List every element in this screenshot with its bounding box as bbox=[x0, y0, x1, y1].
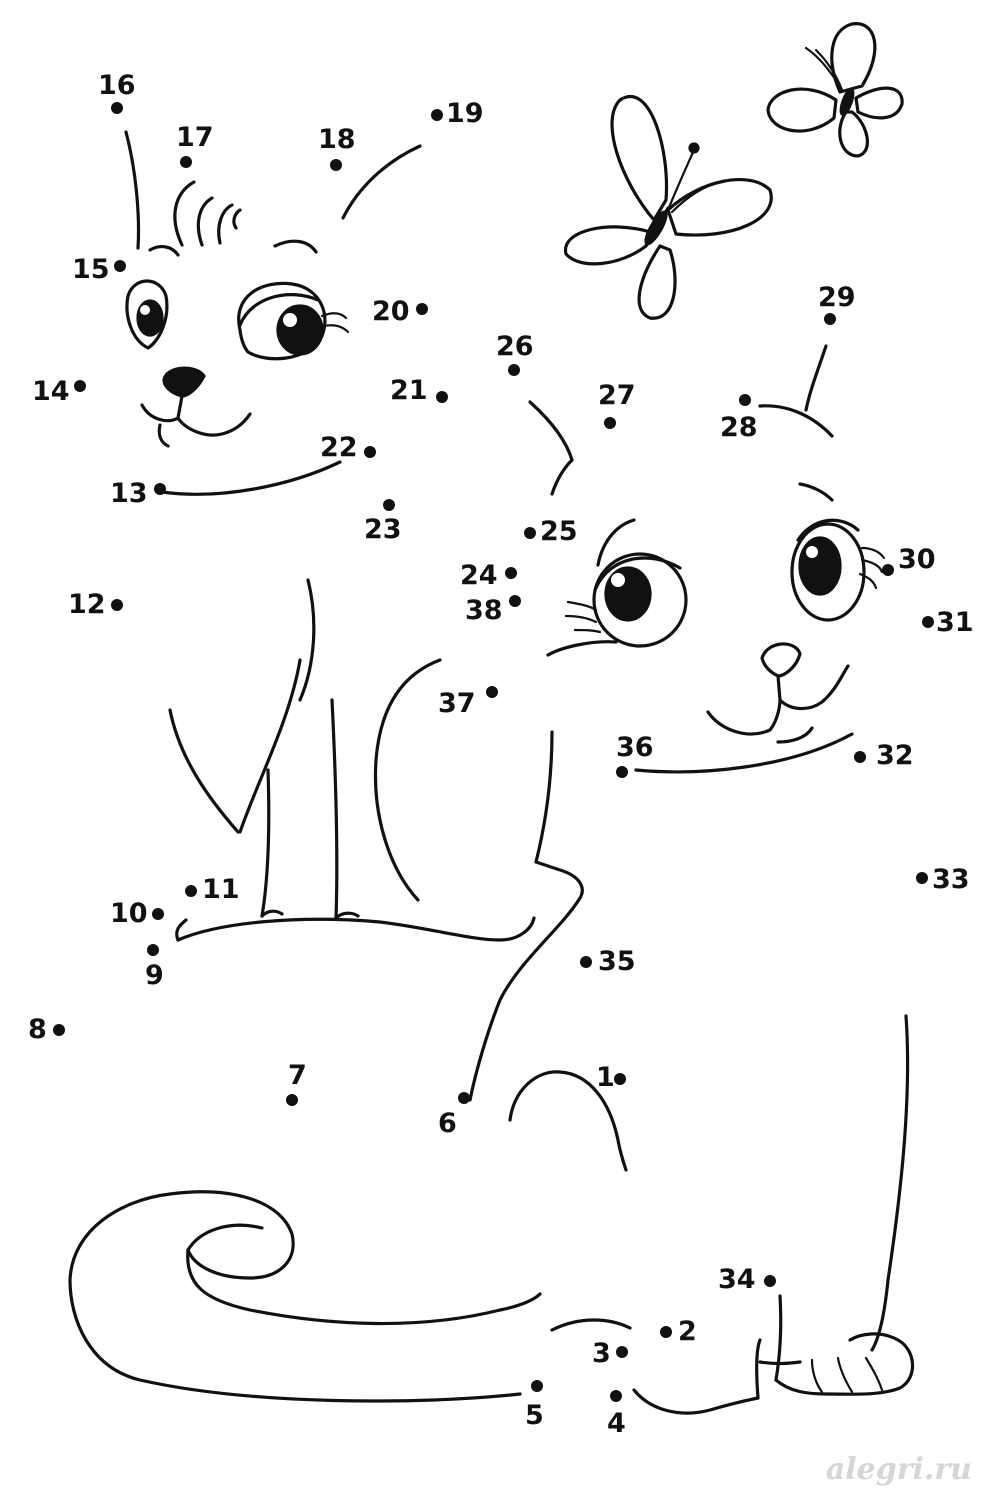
dot-label-37: 37 bbox=[438, 688, 476, 719]
dot-4[interactable] bbox=[610, 1390, 622, 1402]
dot-label-38: 38 bbox=[465, 595, 503, 626]
dot-28[interactable] bbox=[739, 394, 751, 406]
dot-16[interactable] bbox=[111, 102, 123, 114]
dot-label-6: 6 bbox=[438, 1108, 457, 1139]
dot-31[interactable] bbox=[922, 616, 934, 628]
dot-label-19: 19 bbox=[446, 98, 484, 129]
dot-label-13: 13 bbox=[110, 478, 148, 509]
dot-label-21: 21 bbox=[390, 375, 428, 406]
dot-label-23: 23 bbox=[364, 514, 402, 545]
dot-label-20: 20 bbox=[372, 296, 410, 327]
dot-23[interactable] bbox=[383, 499, 395, 511]
dot-32[interactable] bbox=[854, 751, 866, 763]
dot-label-4: 4 bbox=[607, 1408, 626, 1439]
dot-15[interactable] bbox=[114, 260, 126, 272]
dot-label-29: 29 bbox=[818, 282, 856, 313]
dot-label-32: 32 bbox=[876, 740, 914, 771]
dot-label-12: 12 bbox=[68, 589, 106, 620]
dot-label-1: 1 bbox=[596, 1062, 615, 1093]
dot-label-16: 16 bbox=[98, 70, 136, 101]
dot-24[interactable] bbox=[505, 567, 517, 579]
dot-14[interactable] bbox=[74, 380, 86, 392]
dot-label-10: 10 bbox=[110, 898, 148, 929]
dot-21[interactable] bbox=[436, 391, 448, 403]
dot-22[interactable] bbox=[364, 446, 376, 458]
dot-label-34: 34 bbox=[718, 1264, 756, 1295]
dot-35[interactable] bbox=[580, 956, 592, 968]
dot-13[interactable] bbox=[154, 483, 166, 495]
dot-label-24: 24 bbox=[460, 560, 498, 591]
dot-19[interactable] bbox=[431, 109, 443, 121]
dot-37[interactable] bbox=[486, 686, 498, 698]
dot-label-30: 30 bbox=[898, 544, 936, 575]
dot-27[interactable] bbox=[604, 417, 616, 429]
dot-label-35: 35 bbox=[598, 946, 636, 977]
dot-label-36: 36 bbox=[616, 732, 654, 763]
dot-25[interactable] bbox=[524, 527, 536, 539]
dot-label-26: 26 bbox=[496, 331, 534, 362]
dot-label-7: 7 bbox=[288, 1060, 307, 1091]
dot-3[interactable] bbox=[616, 1346, 628, 1358]
dot-label-17: 17 bbox=[176, 122, 214, 153]
dot-9[interactable] bbox=[147, 944, 159, 956]
dot-label-14: 14 bbox=[32, 376, 70, 407]
dot-label-22: 22 bbox=[320, 432, 358, 463]
dot-33[interactable] bbox=[916, 872, 928, 884]
dot-label-27: 27 bbox=[598, 380, 636, 411]
dot-label-18: 18 bbox=[318, 124, 356, 155]
dot-8[interactable] bbox=[53, 1024, 65, 1036]
dot-label-2: 2 bbox=[678, 1316, 697, 1347]
dot-label-31: 31 bbox=[936, 607, 974, 638]
dot-30[interactable] bbox=[882, 564, 894, 576]
dot-label-25: 25 bbox=[540, 516, 578, 547]
dot-29[interactable] bbox=[824, 313, 836, 325]
dot-5[interactable] bbox=[531, 1380, 543, 1392]
dot-label-3: 3 bbox=[592, 1338, 611, 1369]
dot-label-15: 15 bbox=[72, 254, 110, 285]
dot-1[interactable] bbox=[614, 1073, 626, 1085]
watermark: alegri.ru bbox=[825, 1452, 972, 1487]
dot-34[interactable] bbox=[764, 1275, 776, 1287]
dot-label-8: 8 bbox=[28, 1014, 47, 1045]
dot-2[interactable] bbox=[660, 1326, 672, 1338]
dot-18[interactable] bbox=[330, 159, 342, 171]
dot-38[interactable] bbox=[509, 595, 521, 607]
small-butterfly bbox=[766, 22, 904, 158]
dot-label-9: 9 bbox=[145, 960, 164, 991]
dot-36[interactable] bbox=[616, 766, 628, 778]
dot-20[interactable] bbox=[416, 303, 428, 315]
dot-10[interactable] bbox=[152, 908, 164, 920]
dot-label-33: 33 bbox=[932, 864, 970, 895]
dot-11[interactable] bbox=[185, 885, 197, 897]
dot-label-11: 11 bbox=[202, 874, 240, 905]
dot-26[interactable] bbox=[508, 364, 520, 376]
big-butterfly bbox=[564, 95, 773, 320]
dot-17[interactable] bbox=[180, 156, 192, 168]
dot-7[interactable] bbox=[286, 1094, 298, 1106]
dot-label-5: 5 bbox=[525, 1400, 544, 1431]
dot-6[interactable] bbox=[458, 1092, 470, 1104]
dot-label-28: 28 bbox=[720, 412, 758, 443]
dot-12[interactable] bbox=[111, 599, 123, 611]
